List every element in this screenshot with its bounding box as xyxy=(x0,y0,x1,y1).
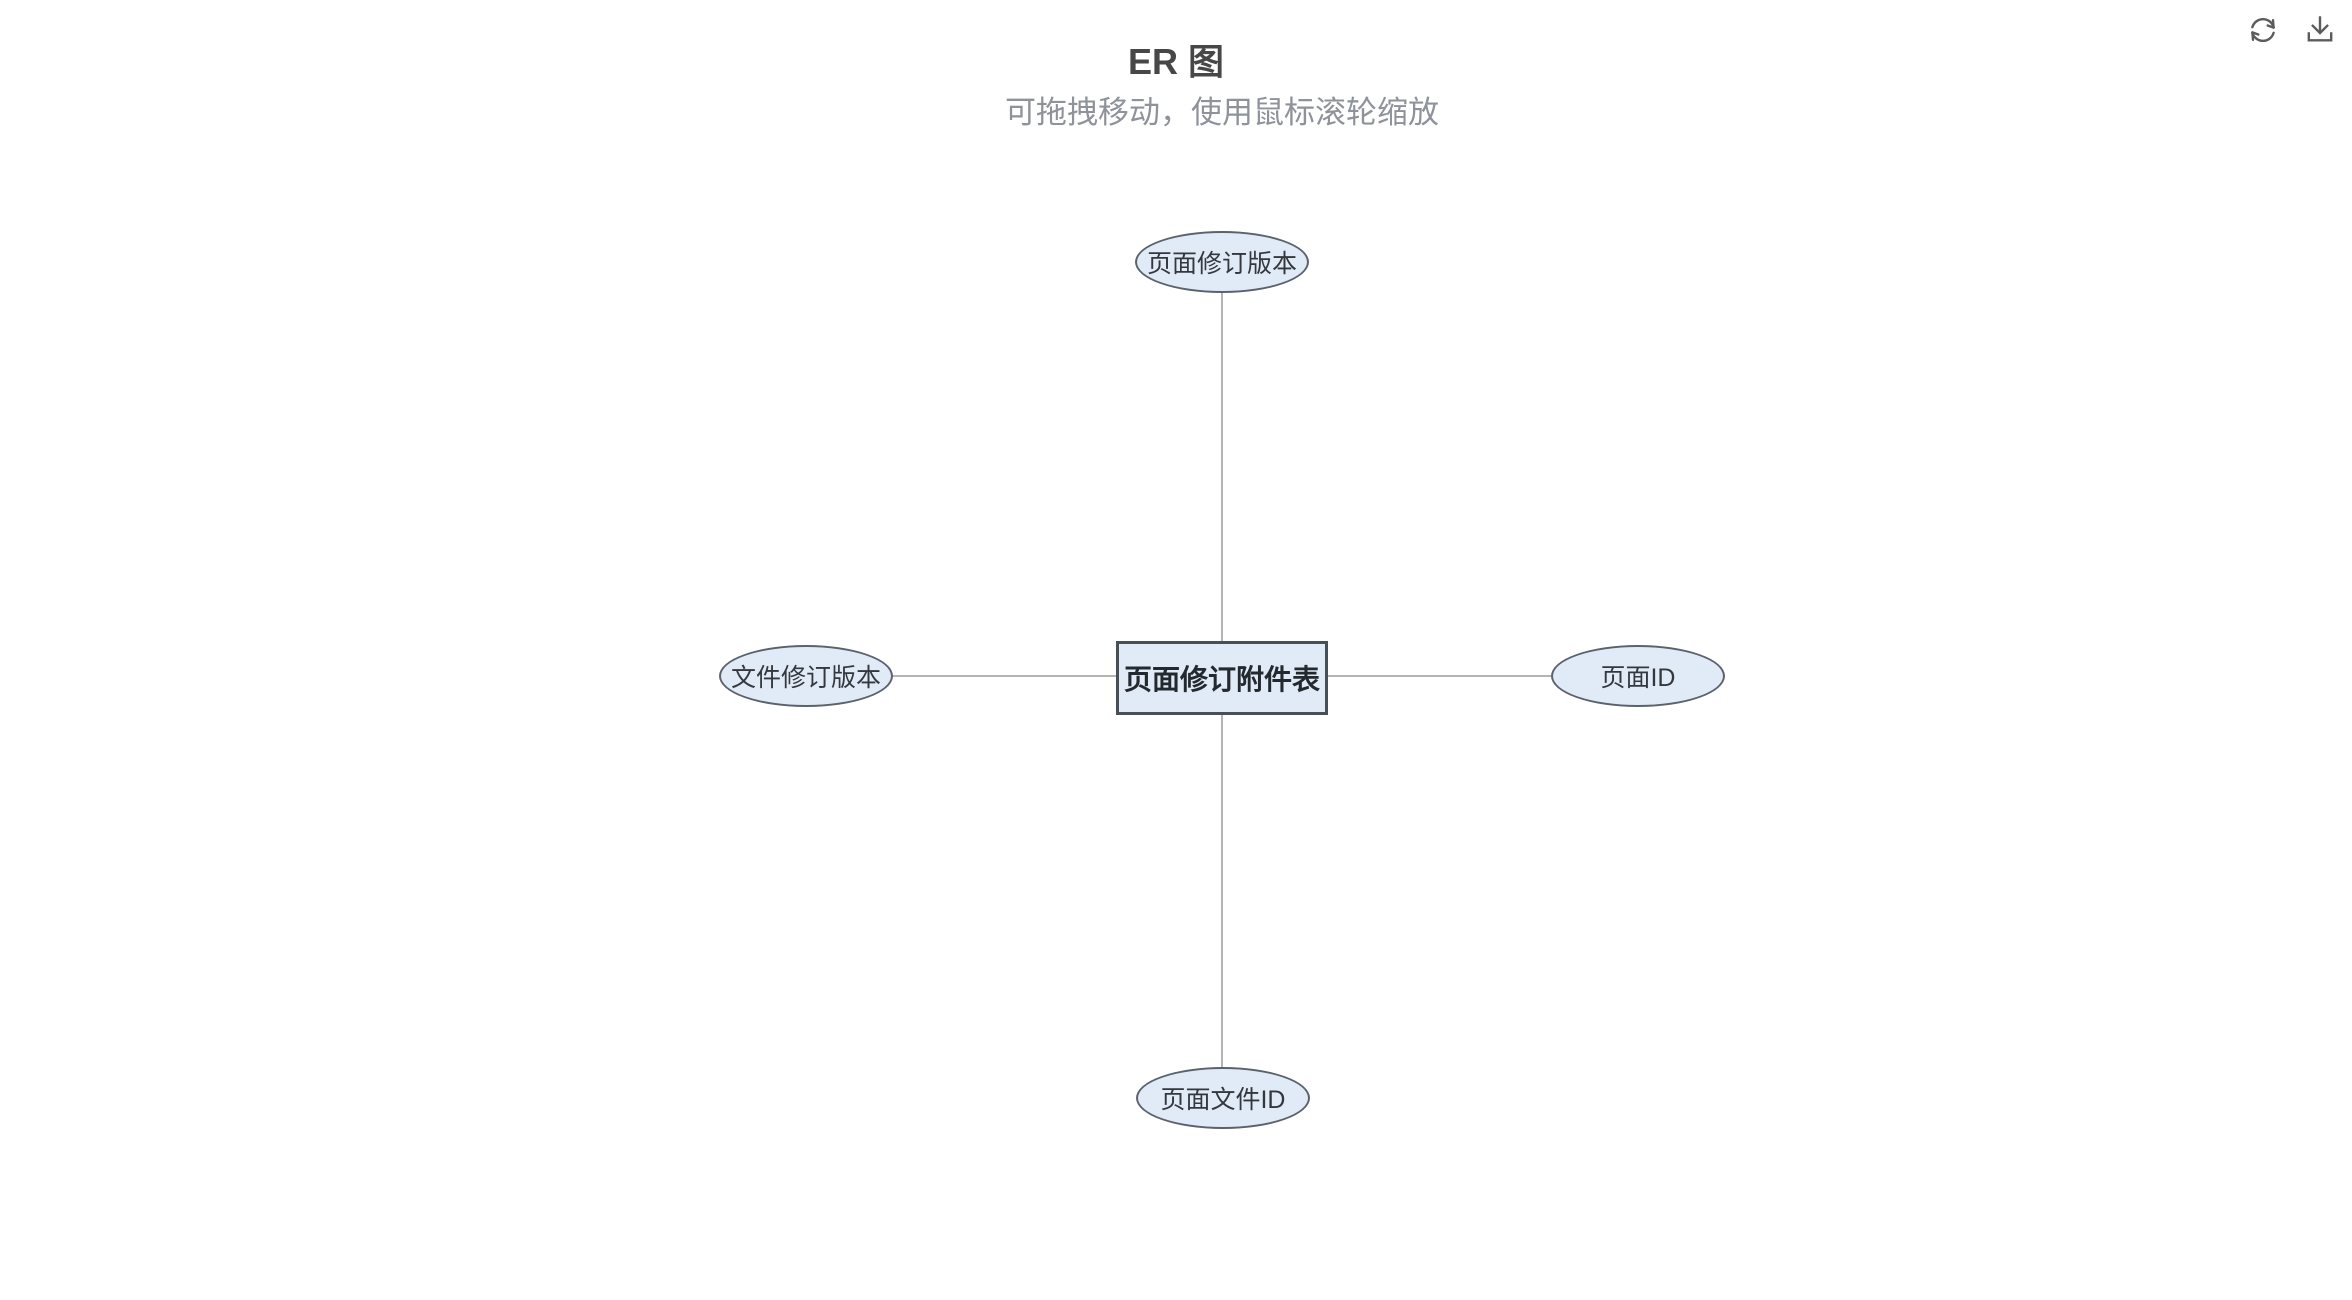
page-title: ER 图 xyxy=(1127,41,1224,82)
attribute-node-page-id[interactable]: 页面ID xyxy=(1551,645,1725,707)
page-subtitle: 可拖拽移动，使用鼠标滚轮缩放 xyxy=(1005,95,1439,130)
attribute-node-file-revision-version[interactable]: 文件修订版本 xyxy=(719,645,893,707)
refresh-button[interactable] xyxy=(2245,11,2281,49)
entity-node-page-revision-attachment-table[interactable]: 页面修订附件表 xyxy=(1116,641,1328,715)
attribute-node-page-file-id[interactable]: 页面文件ID xyxy=(1136,1067,1310,1129)
attribute-node-page-revision-version[interactable]: 页面修订版本 xyxy=(1135,231,1309,293)
download-icon xyxy=(2307,16,2333,42)
download-button[interactable] xyxy=(2302,11,2338,49)
toolbar xyxy=(2245,11,2338,49)
refresh-icon xyxy=(2251,18,2275,42)
